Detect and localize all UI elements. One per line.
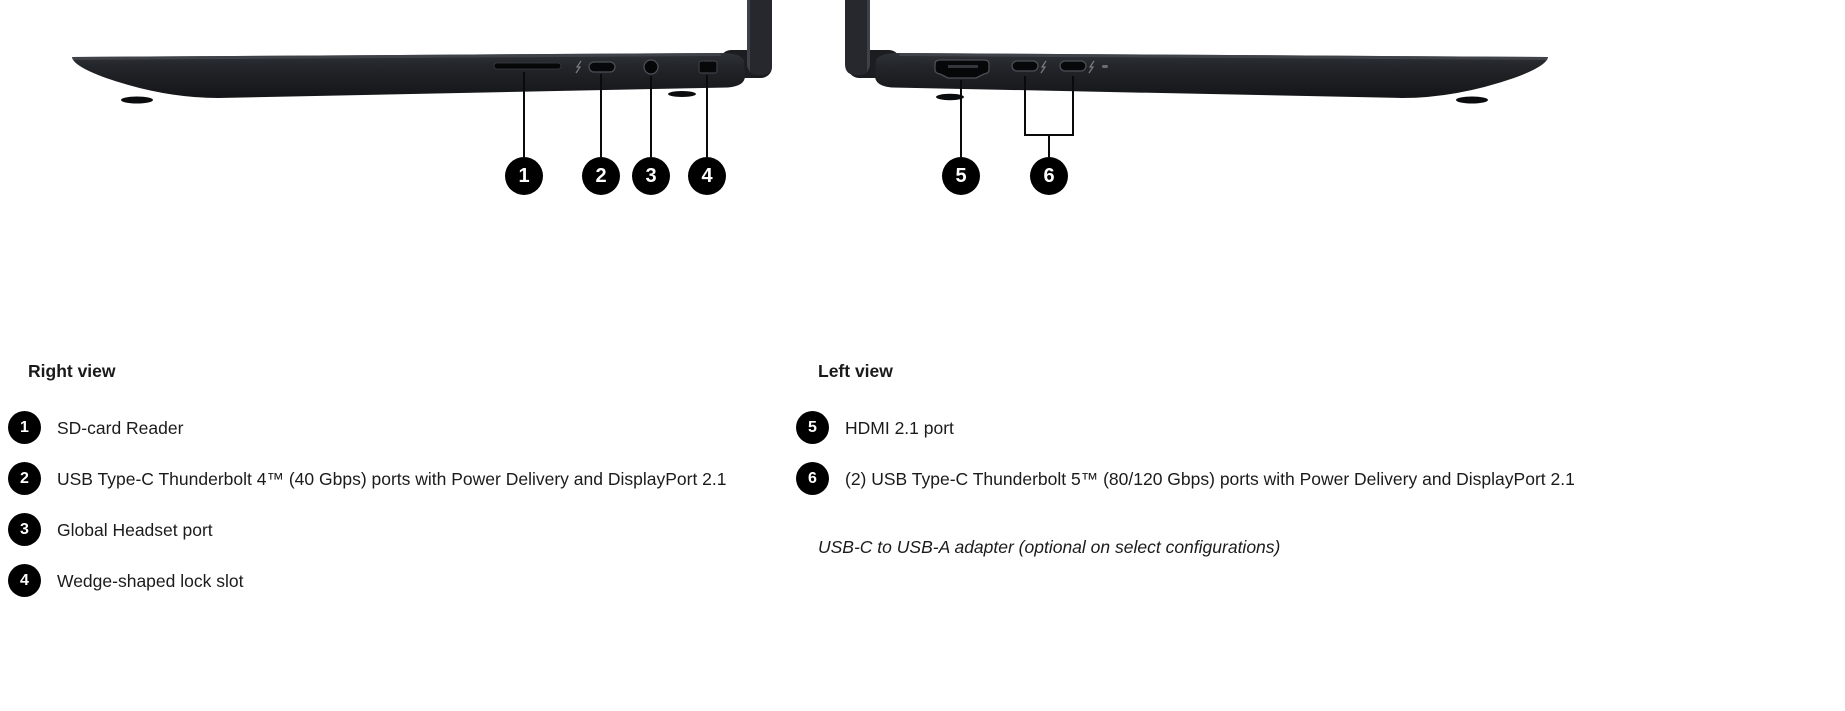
rubber-foot — [121, 96, 153, 104]
laptop-left-side-illustration — [845, 0, 1548, 104]
callout-line-4 — [706, 75, 708, 157]
legend-num-6: 6 — [796, 462, 829, 495]
adapter-note: USB-C to USB-A adapter (optional on sele… — [818, 537, 1281, 557]
callout-bracket-6-stem — [1048, 134, 1050, 157]
power-mark — [1102, 65, 1108, 68]
legend-label-6: (2) USB Type-C Thunderbolt 5™ (80/120 Gb… — [845, 468, 1575, 489]
hdmi-port — [934, 59, 990, 79]
display-edge — [845, 0, 870, 75]
thunderbolt-icon — [575, 60, 582, 74]
callout-4: 4 — [688, 157, 726, 195]
left-view-title: Left view — [818, 361, 893, 381]
rubber-foot — [1456, 96, 1488, 104]
legend-label-3: Global Headset port — [57, 519, 213, 540]
deck-edge-highlight — [899, 53, 1548, 60]
right-view-legend: Right view 1 SD-card Reader 2 USB Type-C… — [8, 362, 778, 615]
deck-edge-highlight — [72, 53, 721, 60]
legend-item-2: 2 USB Type-C Thunderbolt 4™ (40 Gbps) po… — [8, 462, 778, 495]
sd-card-slot — [493, 62, 562, 70]
legend-num-3: 3 — [8, 513, 41, 546]
legend-num-1: 1 — [8, 411, 41, 444]
legend-num-2: 2 — [8, 462, 41, 495]
headset-jack — [643, 59, 659, 75]
legend-item-6: 6 (2) USB Type-C Thunderbolt 5™ (80/120 … — [796, 462, 1836, 495]
callout-3: 3 — [632, 157, 670, 195]
callout-6: 6 — [1030, 157, 1068, 195]
wedge-lock-slot — [698, 60, 718, 74]
display-edge — [747, 0, 772, 75]
usb-c-port — [1011, 60, 1039, 72]
legend-label-5: HDMI 2.1 port — [845, 417, 954, 438]
laptop-right-side-illustration — [72, 0, 772, 104]
usb-c-port — [588, 61, 616, 73]
legend-item-4: 4 Wedge-shaped lock slot — [8, 564, 778, 597]
legend-label-1: SD-card Reader — [57, 417, 184, 438]
rubber-foot — [936, 93, 964, 101]
callout-2: 2 — [582, 157, 620, 195]
right-view-title: Right view — [28, 361, 116, 381]
callout-line-5 — [960, 80, 962, 157]
display-edge-highlight — [867, 0, 870, 72]
rubber-foot — [668, 91, 696, 97]
callout-bracket-6-left — [1024, 76, 1026, 134]
usb-c-port — [1059, 60, 1087, 72]
legend-num-5: 5 — [796, 411, 829, 444]
legend-item-5: 5 HDMI 2.1 port — [796, 411, 1836, 444]
callout-5: 5 — [942, 157, 980, 195]
legend-num-4: 4 — [8, 564, 41, 597]
display-edge-highlight — [747, 0, 750, 72]
legend-label-4: Wedge-shaped lock slot — [57, 570, 244, 591]
legend-label-2: USB Type-C Thunderbolt 4™ (40 Gbps) port… — [57, 468, 727, 489]
thunderbolt-icon — [1040, 60, 1047, 74]
hdmi-tongue — [948, 65, 978, 68]
legend-item-1: 1 SD-card Reader — [8, 411, 778, 444]
legend-item-3: 3 Global Headset port — [8, 513, 778, 546]
chassis — [72, 53, 745, 98]
callout-bracket-6-right — [1072, 76, 1074, 134]
callout-line-3 — [650, 76, 652, 157]
callout-line-2 — [600, 74, 602, 157]
thunderbolt-icon — [1088, 60, 1095, 74]
callout-1: 1 — [505, 157, 543, 195]
callout-line-1 — [523, 72, 525, 157]
left-view-legend: Left view 5 HDMI 2.1 port 6 (2) USB Type… — [796, 362, 1836, 558]
